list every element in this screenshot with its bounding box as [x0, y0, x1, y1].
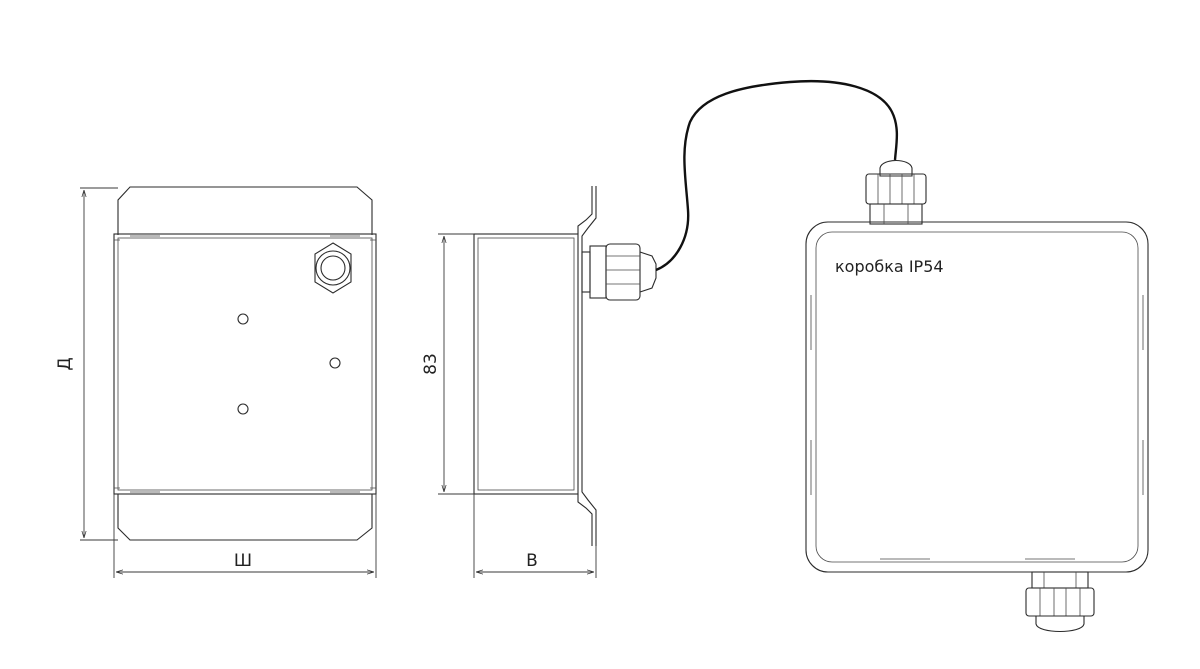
mounting-hole [237, 313, 249, 325]
top-mounting-tab [117, 186, 373, 235]
housing-inner [117, 237, 373, 491]
junction-box: коробка IP54 [805, 159, 1149, 632]
cable [655, 80, 899, 272]
width-label: Ш [234, 551, 252, 571]
box-outer [805, 221, 1149, 573]
length-label: Д [55, 357, 75, 370]
cable-gland-top [314, 242, 352, 294]
mounting-hole [329, 357, 341, 369]
box-gland-bottom [1025, 571, 1095, 632]
junction-box-label: коробка IP54 [835, 257, 944, 276]
side-bracket [577, 186, 593, 234]
side-housing [473, 233, 579, 495]
height-dimension: 83 [421, 233, 474, 495]
depth-dimension: В [473, 494, 597, 578]
housing-outer [113, 233, 377, 495]
box-inner [815, 231, 1139, 563]
front-view: Д Ш [55, 186, 377, 578]
height-label: 83 [421, 353, 441, 375]
cable-gland-side [581, 243, 657, 301]
side-view: 83 В [421, 186, 657, 578]
box-gland-top [865, 159, 927, 225]
width-dimension: Ш [113, 494, 377, 578]
depth-label: В [526, 551, 538, 571]
bottom-mounting-tab [117, 494, 373, 541]
length-dimension: Д [55, 187, 118, 541]
mounting-hole [237, 403, 249, 415]
